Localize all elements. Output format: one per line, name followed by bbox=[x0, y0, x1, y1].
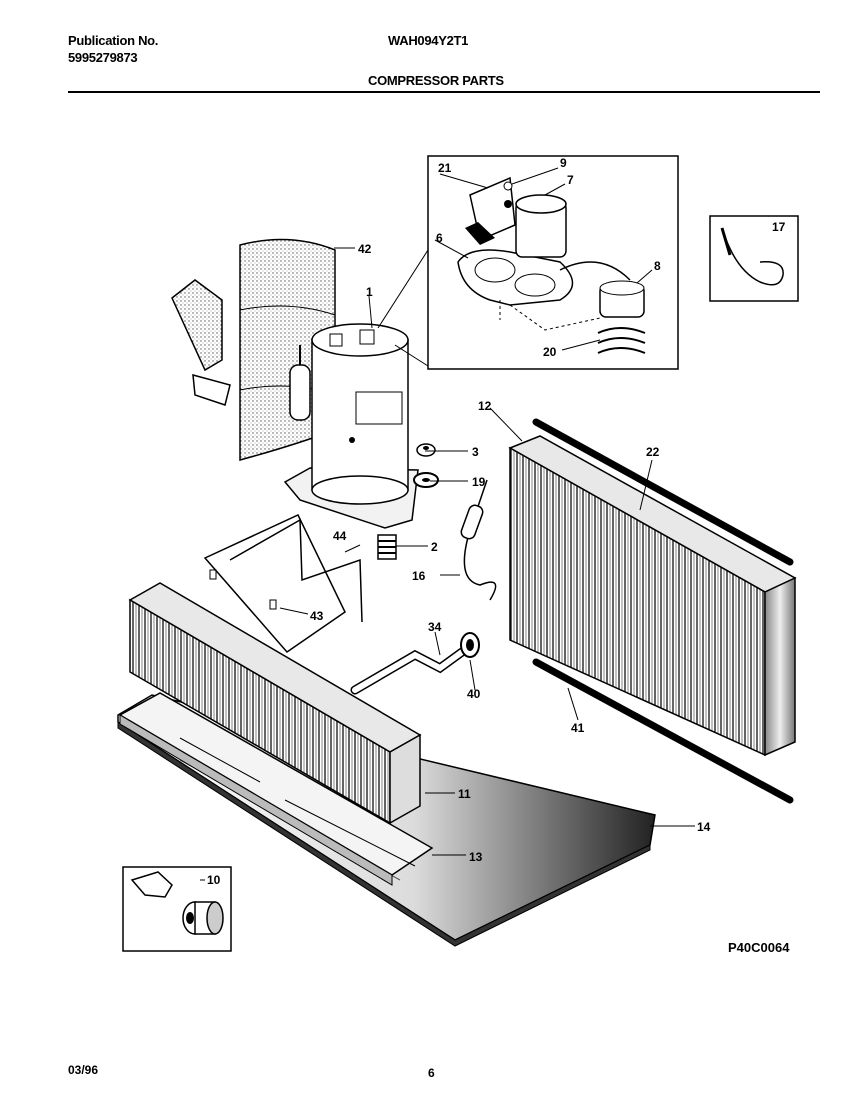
condenser-coil bbox=[508, 435, 797, 757]
part-label-9: 9 bbox=[560, 156, 567, 170]
part-17-inset bbox=[709, 215, 799, 302]
part-label-2: 2 bbox=[431, 540, 438, 554]
part-label-43: 43 bbox=[310, 609, 324, 623]
inset-callout-lines bbox=[377, 249, 429, 367]
mounting-spring bbox=[377, 534, 397, 560]
discharge-tube bbox=[350, 647, 467, 695]
model-number: WAH094Y2T1 bbox=[388, 33, 469, 48]
part-label-16: 16 bbox=[412, 569, 426, 583]
part-label-7: 7 bbox=[567, 173, 574, 187]
part-number-labels: 1 2 3 6 7 8 9 10 11 12 13 14 16 17 19 20… bbox=[207, 156, 786, 887]
page-number: 6 bbox=[428, 1066, 435, 1080]
part-label-40: 40 bbox=[467, 687, 481, 701]
part-label-3: 3 bbox=[472, 445, 479, 459]
drain-tray bbox=[118, 692, 434, 886]
control-bracket bbox=[229, 518, 363, 623]
part-label-19: 19 bbox=[472, 475, 486, 489]
washer bbox=[413, 472, 439, 488]
part-label-42: 42 bbox=[358, 242, 372, 256]
part-label-21: 21 bbox=[438, 161, 452, 175]
header-rule bbox=[68, 91, 820, 93]
evaporator-coil bbox=[128, 582, 422, 825]
part-label-20: 20 bbox=[543, 345, 557, 359]
part-label-34: 34 bbox=[428, 620, 442, 634]
part-label-11: 11 bbox=[458, 787, 471, 801]
publication-number: 5995279873 bbox=[68, 50, 138, 65]
part-label-14: 14 bbox=[697, 820, 711, 834]
part-label-41: 41 bbox=[571, 721, 585, 735]
tube-grommet bbox=[460, 632, 480, 658]
electrical-components-inset bbox=[427, 155, 679, 370]
shroud-barrier bbox=[171, 238, 336, 461]
control-panel bbox=[203, 514, 346, 653]
leader-lines bbox=[200, 167, 695, 881]
part-label-10: 10 bbox=[207, 873, 221, 887]
grommet bbox=[416, 443, 436, 457]
diagram-code: P40C0064 bbox=[728, 940, 790, 955]
part-label-13: 13 bbox=[469, 850, 483, 864]
compressor bbox=[283, 323, 419, 529]
heater-sensor bbox=[460, 479, 497, 601]
part-label-22: 22 bbox=[646, 445, 660, 459]
part-label-44: 44 bbox=[333, 529, 347, 543]
part-label-8: 8 bbox=[654, 259, 661, 273]
bottom-seal-strip bbox=[532, 658, 794, 804]
part-label-12: 12 bbox=[478, 399, 492, 413]
part-label-6: 6 bbox=[436, 231, 443, 245]
page-title: COMPRESSOR PARTS bbox=[368, 73, 504, 88]
part-10-inset bbox=[122, 866, 232, 952]
footer-date: 03/96 bbox=[68, 1063, 99, 1077]
part-label-17: 17 bbox=[772, 220, 786, 234]
publication-label: Publication No. bbox=[68, 33, 159, 48]
top-seal-strip bbox=[532, 418, 794, 566]
part-label-1: 1 bbox=[366, 285, 373, 299]
